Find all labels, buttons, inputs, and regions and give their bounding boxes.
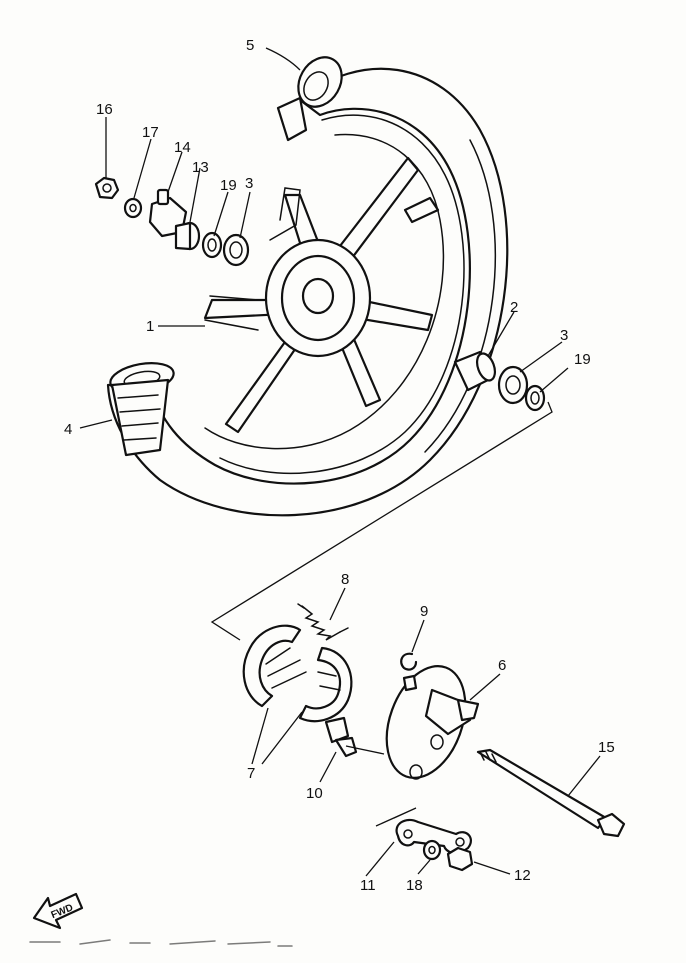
hub-left-parts xyxy=(94,176,250,267)
part-3-bearing-left xyxy=(222,233,250,267)
part-17-washer xyxy=(123,197,143,219)
spoke-lower-left xyxy=(224,333,302,434)
rim-and-hub xyxy=(203,133,445,450)
callout-2: 2 xyxy=(510,299,518,316)
callout-19-lower: 19 xyxy=(574,351,591,368)
tube-cutaway xyxy=(276,56,343,142)
part-8-spring xyxy=(297,603,349,641)
callout-14: 14 xyxy=(174,139,191,156)
callout-10: 10 xyxy=(306,785,323,802)
fwd-arrow-icon: FWD xyxy=(32,892,84,930)
tire xyxy=(106,67,509,517)
callout-5: 5 xyxy=(246,37,254,54)
part-6-brake-plate xyxy=(385,665,480,780)
part-2-spacer xyxy=(453,350,497,392)
brake-assembly xyxy=(242,603,626,872)
callout-11: 11 xyxy=(360,877,376,894)
part-16-nut xyxy=(94,176,120,200)
callout-labels: 5 16 17 14 13 19 3 1 4 2 3 19 8 9 6 15 7… xyxy=(64,37,615,894)
part-3-bearing-right xyxy=(497,365,529,405)
part-13-collar xyxy=(174,221,201,251)
scan-noise xyxy=(29,939,293,947)
callout-9: 9 xyxy=(420,603,428,620)
callout-17: 17 xyxy=(142,124,159,141)
callout-19-upper: 19 xyxy=(220,177,237,194)
part-19-oil-seal-left xyxy=(201,231,223,259)
leader-lines xyxy=(79,47,601,877)
callout-16: 16 xyxy=(96,101,113,118)
callout-18: 18 xyxy=(406,877,423,894)
part-18-washer xyxy=(422,839,442,861)
callout-6: 6 xyxy=(498,657,506,674)
callout-13: 13 xyxy=(192,159,209,176)
spoke-upper-right xyxy=(338,156,420,260)
wheel-assembly xyxy=(106,56,509,517)
callout-4: 4 xyxy=(64,421,72,438)
part-9-circlip xyxy=(400,652,418,671)
tire-cutaway xyxy=(109,362,175,457)
callout-15: 15 xyxy=(598,739,615,756)
callout-12: 12 xyxy=(514,867,531,884)
callout-3-lower: 3 xyxy=(560,327,568,344)
part-12-nut xyxy=(446,846,474,872)
callout-1: 1 xyxy=(146,318,154,335)
part-10-brake-cam xyxy=(324,716,358,758)
part-15-axle xyxy=(476,748,626,838)
callout-7: 7 xyxy=(247,765,255,782)
hub-right-parts xyxy=(453,350,546,412)
part-7-brake-shoes xyxy=(242,624,353,723)
callout-3-upper: 3 xyxy=(245,175,253,192)
callout-8: 8 xyxy=(341,571,349,588)
part-19-oil-seal-right xyxy=(524,384,546,412)
